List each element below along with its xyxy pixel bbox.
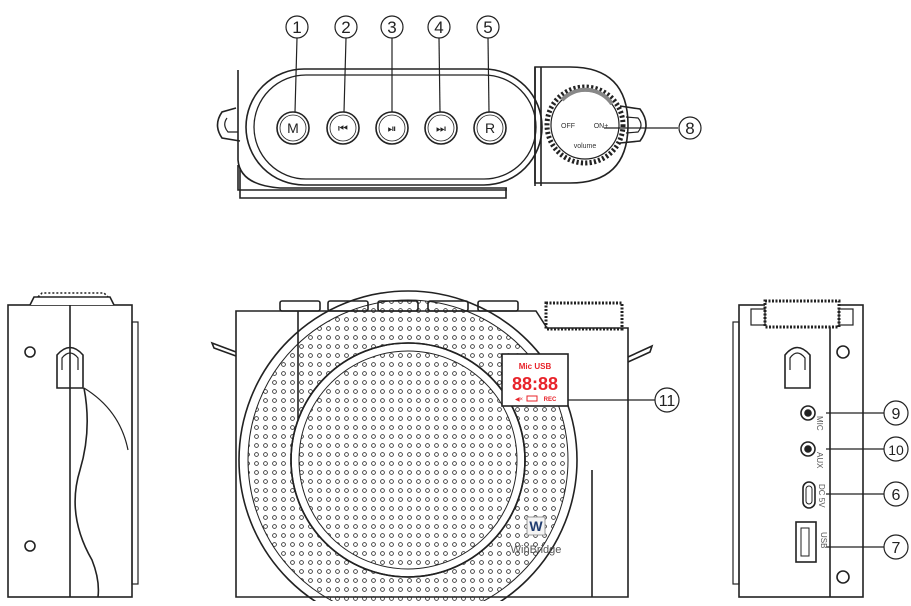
volume-on-label: ON+ [594, 123, 609, 130]
play-pause-icon: ⏯ [388, 123, 397, 135]
right-lug [784, 346, 811, 389]
callout-8-number: 8 [685, 119, 694, 138]
speaker-grille [298, 350, 518, 570]
callout-5 [476, 15, 500, 39]
display-digits: 88:88 [512, 374, 558, 394]
display-mic-usb: Mic USB [519, 362, 552, 371]
callout-11-number: 11 [659, 393, 676, 410]
callout-6 [883, 481, 909, 507]
display-rec: REC [544, 397, 557, 403]
mode-button-label: M [287, 120, 299, 136]
callout-4 [427, 15, 451, 39]
callout-2 [334, 15, 358, 39]
aux-port-label: AUX [815, 452, 824, 469]
callout-10 [883, 436, 909, 462]
top-view [216, 66, 647, 199]
record-button-label: R [485, 120, 495, 136]
mic-port [800, 405, 816, 421]
mute-icon: ◀× [515, 397, 524, 403]
callout-10-number: 10 [888, 442, 904, 458]
callout-3 [380, 15, 404, 39]
right-hole-top [836, 345, 850, 359]
callout-1-number: 1 [292, 18, 301, 37]
mic-port-label: MIC [815, 416, 824, 431]
top-right-lug [619, 105, 647, 144]
knob-housing [534, 66, 629, 184]
callout-8 [678, 116, 702, 140]
top-callouts [285, 15, 702, 140]
callout-11 [654, 387, 680, 413]
top-body [245, 68, 543, 186]
front-knob [544, 301, 624, 331]
right-side-view [732, 299, 884, 598]
speaker-outer-ring [238, 290, 578, 606]
previous-icon: ⏮ [338, 123, 348, 135]
control-buttons [276, 111, 507, 145]
callout-7 [883, 534, 909, 560]
volume-knob[interactable]: OFF ON+ volume [544, 84, 626, 166]
callout-7-number: 7 [892, 540, 901, 557]
callout-9-number: 9 [892, 406, 901, 423]
volume-off-label: OFF [561, 123, 575, 130]
front-view [210, 290, 654, 606]
volume-label: volume [574, 143, 597, 150]
usb-port-label: USB [819, 532, 828, 548]
callout-9 [883, 400, 909, 426]
aux-port [800, 441, 816, 457]
led-display: Mic USB 88:88 REC ◀× [501, 353, 569, 407]
callout-4-number: 4 [434, 18, 443, 37]
brand-logo: W WinBridge [511, 516, 562, 556]
usb-port [795, 521, 817, 563]
next-icon: ⏭ [436, 123, 446, 135]
left-lug [56, 346, 84, 389]
left-hole-bottom [24, 540, 36, 552]
volume-arc [560, 87, 614, 106]
top-left-lug [216, 107, 241, 142]
callout-2-number: 2 [341, 18, 350, 37]
left-hole-top [24, 346, 36, 358]
brand-logo-letter: W [529, 518, 543, 534]
callout-6-number: 6 [892, 487, 901, 504]
battery-icon [526, 395, 538, 402]
left-side-view [7, 292, 139, 598]
right-hole-bottom [836, 570, 850, 584]
left-side-curve [74, 387, 100, 598]
callout-3-number: 3 [387, 18, 396, 37]
brand-name: WinBridge [511, 544, 562, 556]
callout-5-number: 5 [483, 18, 492, 37]
front-body [235, 310, 629, 598]
speaker-inner-ring [290, 342, 526, 578]
dc5v-port [802, 481, 816, 509]
callout-1 [285, 15, 309, 39]
dc5v-port-label: DC 5V [817, 484, 826, 508]
